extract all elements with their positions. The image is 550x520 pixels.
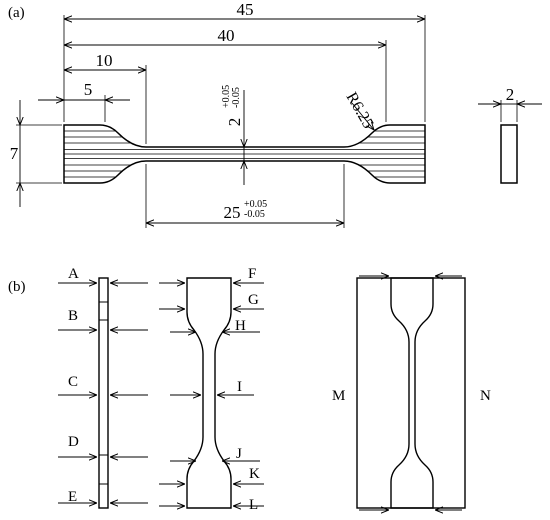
dim-5-label: 5 <box>84 80 93 99</box>
dim-25-tol-plus: +0.05 <box>244 199 267 210</box>
point-label-f: F <box>248 266 256 282</box>
point-label-h: H <box>235 318 246 334</box>
grip-arrows <box>359 276 462 510</box>
dim-40-label: 40 <box>218 26 235 45</box>
point-label-l: L <box>249 497 258 513</box>
point-label-k: K <box>249 466 260 482</box>
side-strip-layer-lines <box>99 301 108 485</box>
point-label-i: I <box>237 379 242 395</box>
point-label-d: D <box>68 434 79 450</box>
grip-label-n: N <box>480 388 491 404</box>
panel-b-label: (b) <box>8 279 26 295</box>
panel-a-label: (a) <box>8 5 25 21</box>
grip-label-m: M <box>332 388 345 404</box>
face-view-specimen <box>186 277 232 509</box>
panel-b: (b) A B C D E <box>8 266 491 513</box>
point-label-g: G <box>248 292 259 308</box>
face-point-arrows <box>159 283 264 506</box>
radius-leader <box>351 102 374 130</box>
layer-hatching <box>64 130 425 178</box>
dim-25-label: 25 <box>224 203 241 222</box>
point-label-c: C <box>68 374 78 390</box>
dim-45-label: 45 <box>237 0 254 19</box>
dim-thickness-label: 2 <box>506 85 515 104</box>
extension-lines <box>16 15 426 228</box>
point-label-j: J <box>236 446 242 462</box>
dim-gauge-width-tol-plus: +0.05 <box>221 85 232 108</box>
point-label-a: A <box>68 266 79 282</box>
dim-gauge-width-label: 2 <box>225 118 244 127</box>
point-label-e: E <box>68 489 77 505</box>
grip-frame <box>356 277 466 509</box>
side-strip <box>98 277 109 509</box>
side-view-specimen <box>500 124 518 184</box>
grip-specimen <box>390 277 434 509</box>
dim-7-label: 7 <box>10 144 19 163</box>
point-label-b: B <box>68 308 78 324</box>
panel-a: (a) 45 <box>8 0 542 228</box>
dim-25-tol-minus: -0.05 <box>244 209 265 220</box>
side-point-arrows <box>58 283 148 503</box>
radius-label: R6.25 <box>343 90 377 132</box>
dim-10-label: 10 <box>96 51 113 70</box>
dogbone-specimen-outline <box>63 124 426 184</box>
dim-gauge-width-tol-minus: -0.05 <box>231 87 242 108</box>
